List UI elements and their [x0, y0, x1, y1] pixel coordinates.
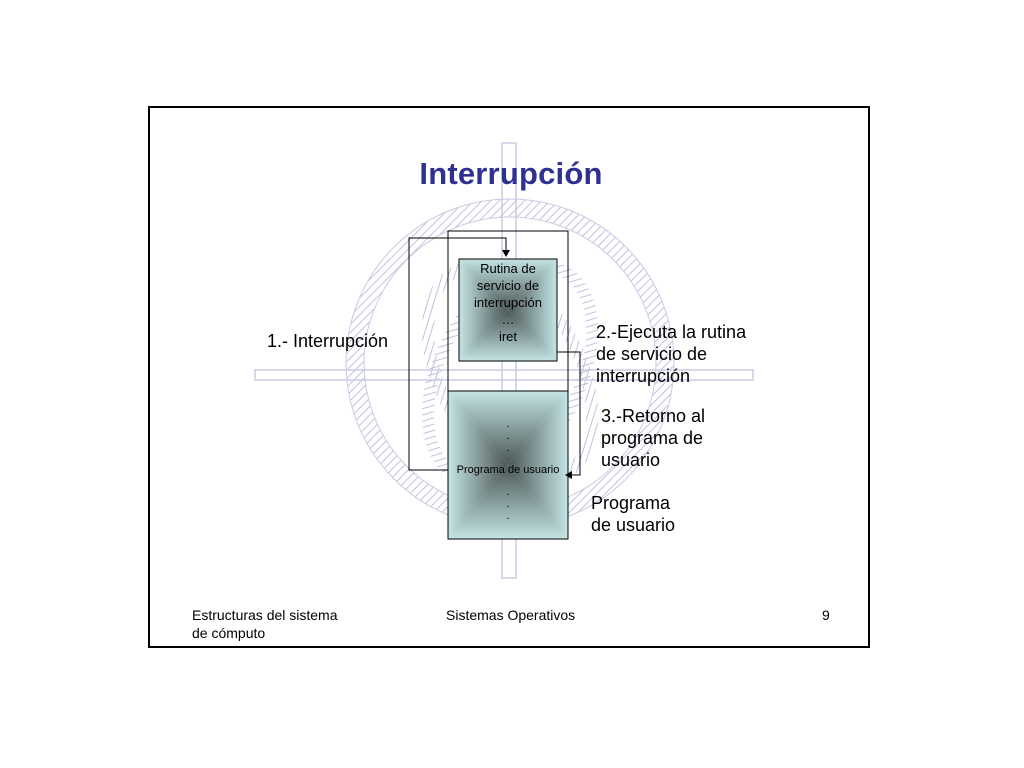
page-number: 9 — [822, 607, 830, 623]
program-box-label: Programa de usuario — [456, 464, 560, 476]
slide: Interrupción Rutina de servicio de inter… — [148, 106, 870, 648]
diagram-canvas — [254, 142, 754, 579]
slide-title: Interrupción — [419, 156, 603, 191]
program-dots-bottom: . . . — [506, 486, 510, 522]
label-return: 3.-Retorno al programa de usuario — [601, 406, 706, 470]
program-box — [447, 390, 569, 540]
return-arrow — [557, 351, 581, 479]
label-interrupt: 1.- Interrupción — [267, 331, 389, 351]
isr-box — [458, 258, 558, 362]
footer-center: Sistemas Operativos — [446, 607, 576, 623]
footer-left: Estructuras del sistema de cómputo — [192, 607, 338, 641]
isr-box-text: Rutina de servicio de interrupción … ire… — [474, 261, 542, 344]
program-dots-top: . . . — [506, 418, 510, 454]
label-execute: 2.-Ejecuta la rutina de servicio de inte… — [596, 322, 747, 386]
interrupt-arrow — [408, 237, 510, 471]
label-program: Programa de usuario — [591, 493, 676, 535]
